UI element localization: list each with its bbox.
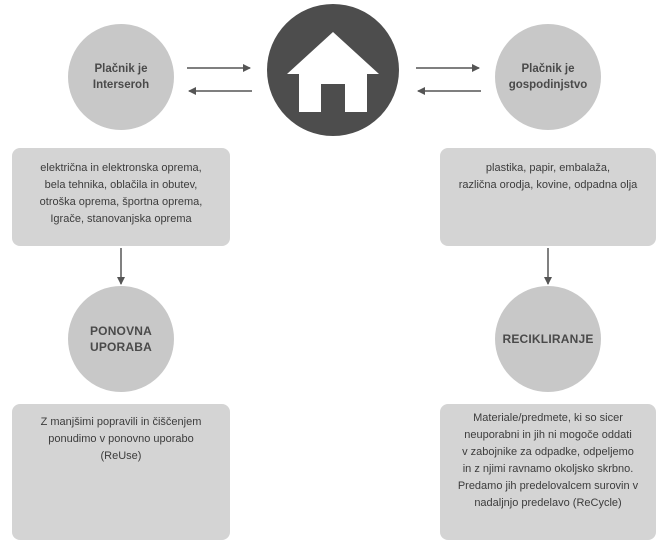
recycle-description-text: Materiale/predmete, ki so sicer neuporab… — [457, 412, 639, 509]
right-items-text: plastika, papir, embalaža, različna orod… — [458, 162, 638, 191]
home-icon — [287, 32, 379, 112]
left-items-text: električna in elektronska oprema, bela t… — [39, 162, 203, 225]
left-items-box: električna in elektronska oprema, bela t… — [12, 148, 230, 246]
home-circle — [267, 4, 399, 136]
recycle-label: RECIKLIRANJE — [502, 332, 594, 346]
reuse-label: PONOVNA UPORABA — [89, 324, 153, 354]
payer-interseroh-circle: Plačnik je Interseroh — [68, 24, 174, 130]
recycle-circle: RECIKLIRANJE — [495, 286, 601, 392]
right-items-box: plastika, papir, embalaža, različna orod… — [440, 148, 656, 246]
reuse-description-text: Z manjšimi popravili in čiščenjem ponudi… — [40, 416, 202, 462]
reuse-circle: PONOVNA UPORABA — [68, 286, 174, 392]
payer-household-circle: Plačnik je gospodinjstvo — [495, 24, 601, 130]
payer-interseroh-label: Plačnik je Interseroh — [92, 63, 150, 91]
reuse-description-box: Z manjšimi popravili in čiščenjem ponudi… — [12, 404, 230, 540]
payer-household-label: Plačnik je gospodinjstvo — [508, 63, 588, 91]
recycle-description-box: Materiale/predmete, ki so sicer neuporab… — [440, 404, 656, 540]
